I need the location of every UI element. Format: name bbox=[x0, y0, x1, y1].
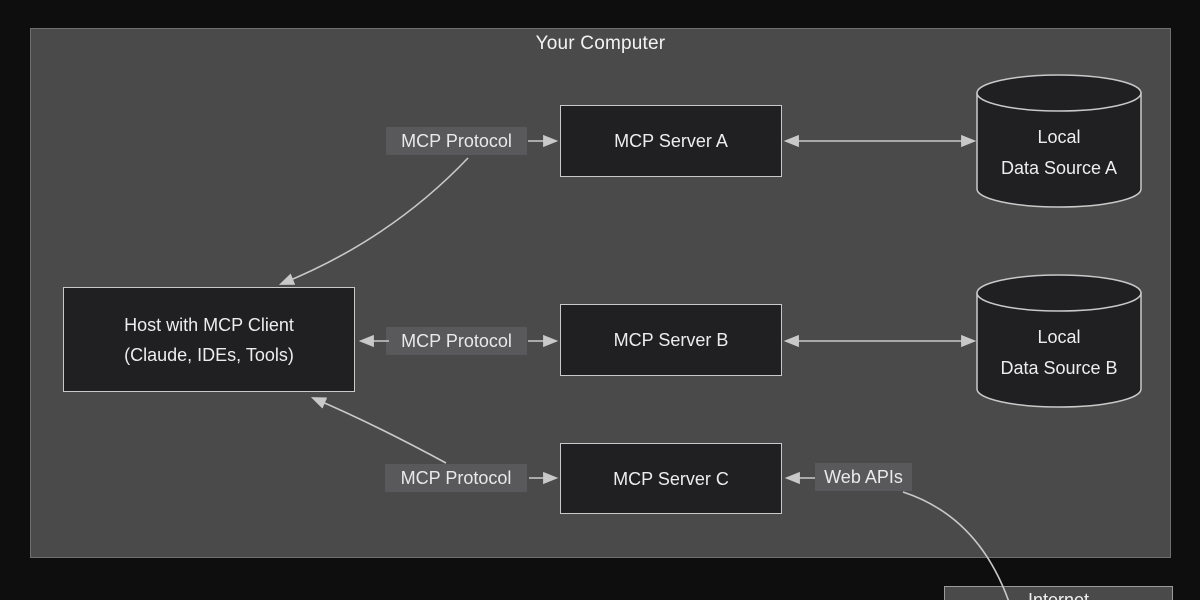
your-computer-title: Your Computer bbox=[535, 33, 666, 54]
mcp-server-a-label: MCP Server A bbox=[614, 131, 728, 151]
data-source-a-label: Local Data Source A bbox=[977, 122, 1141, 184]
host-node: Host with MCP Client (Claude, IDEs, Tool… bbox=[63, 287, 355, 392]
host-label-line2: (Claude, IDEs, Tools) bbox=[124, 344, 294, 365]
data-source-b-line1: Local bbox=[1037, 327, 1081, 347]
mcp-server-c-label: MCP Server C bbox=[613, 468, 729, 489]
internet-node: Internet bbox=[944, 586, 1173, 600]
data-source-b-line2: Data Source B bbox=[1000, 358, 1118, 378]
host-label-line1: Host with MCP Client bbox=[124, 314, 294, 335]
internet-label: Internet bbox=[1027, 590, 1090, 600]
data-source-a-line2: Data Source A bbox=[1000, 158, 1118, 178]
mcp-server-b-node: MCP Server B bbox=[560, 304, 782, 376]
data-source-a-line1: Local bbox=[1037, 127, 1081, 147]
mcp-protocol-label-b: MCP Protocol bbox=[386, 327, 527, 355]
data-source-b-label: Local Data Source B bbox=[977, 322, 1141, 384]
mcp-server-b-label: MCP Server B bbox=[613, 330, 729, 350]
web-apis-label: Web APIs bbox=[815, 463, 912, 491]
mcp-protocol-label-a: MCP Protocol bbox=[386, 127, 527, 155]
mcp-protocol-label-c: MCP Protocol bbox=[385, 464, 527, 492]
mcp-server-a-node: MCP Server A bbox=[560, 105, 782, 177]
mcp-server-c-node: MCP Server C bbox=[560, 443, 782, 514]
